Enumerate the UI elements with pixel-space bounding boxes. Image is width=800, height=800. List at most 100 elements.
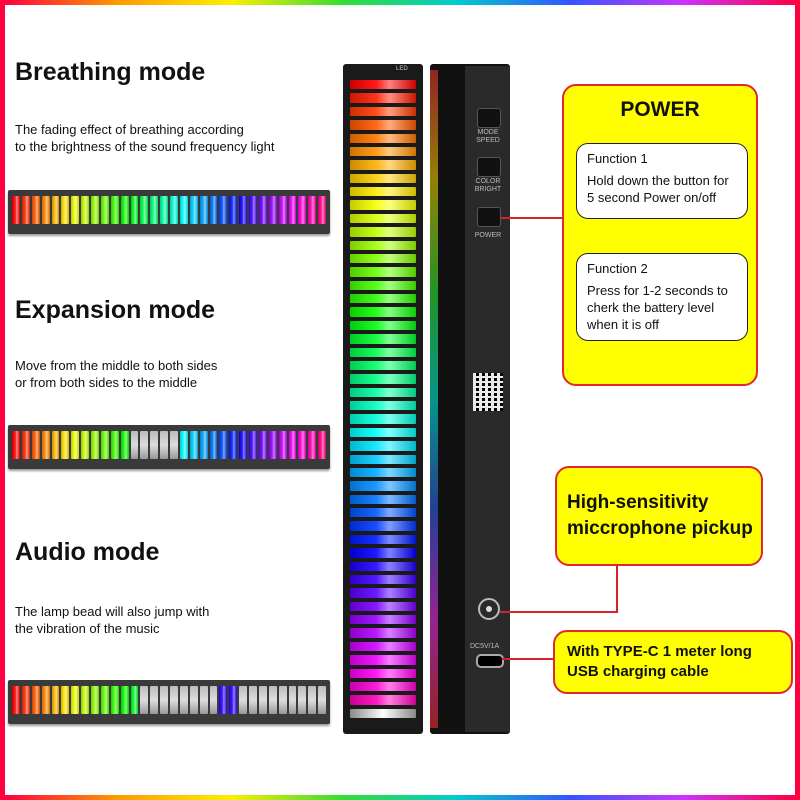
led-segment xyxy=(350,628,416,638)
led-segment xyxy=(350,240,416,250)
strip-segment xyxy=(120,196,129,224)
expansion-mode-desc: Move from the middle to both sides or fr… xyxy=(15,358,218,390)
power-button[interactable] xyxy=(477,207,501,227)
strip-segment xyxy=(278,431,287,459)
strip-segment xyxy=(61,431,70,459)
strip-segment xyxy=(219,686,228,714)
strip-segment xyxy=(120,431,129,459)
strip-segment xyxy=(209,686,218,714)
led-segment xyxy=(350,120,416,130)
color-bright-label: COLOR BRIGHT xyxy=(474,178,502,193)
led-segment xyxy=(350,494,416,504)
led-segment xyxy=(350,267,416,277)
strip-segment xyxy=(91,196,99,224)
power-connector xyxy=(500,217,562,219)
strip-segment xyxy=(199,196,208,224)
mode-speed-button[interactable] xyxy=(477,108,501,128)
strip-segment xyxy=(61,196,70,224)
led-segment xyxy=(350,454,416,464)
strip-segment xyxy=(249,686,257,714)
strip-segment xyxy=(12,196,20,224)
strip-segment xyxy=(308,686,317,714)
led-segment xyxy=(350,521,416,531)
led-segment xyxy=(350,200,416,210)
power-label: POWER xyxy=(474,232,502,239)
strip-segment xyxy=(229,196,238,224)
led-segment xyxy=(350,601,416,611)
breathing-mode-title: Breathing mode xyxy=(15,58,206,86)
strip-segment xyxy=(209,196,218,224)
strip-segment xyxy=(278,196,287,224)
strip-segment xyxy=(130,196,139,224)
strip-segment xyxy=(189,686,198,714)
strip-segment xyxy=(160,686,168,714)
strip-segment xyxy=(12,431,20,459)
breathing-mode-desc: The fading effect of breathing according… xyxy=(15,122,275,154)
strip-segment xyxy=(91,431,99,459)
strip-segment xyxy=(288,686,297,714)
strip-segment xyxy=(110,196,119,224)
mic-connector-v xyxy=(616,566,618,613)
strip-segment xyxy=(170,686,178,714)
led-segment xyxy=(350,387,416,397)
led-segment xyxy=(350,106,416,117)
led-segment xyxy=(350,441,416,451)
strip-segment xyxy=(298,686,307,714)
led-segment xyxy=(350,481,416,491)
strip-segment xyxy=(31,686,40,714)
led-segment xyxy=(350,534,416,545)
strip-segment xyxy=(21,196,30,224)
strip-segment xyxy=(61,686,70,714)
strip-segment xyxy=(100,196,109,224)
led-segment xyxy=(350,307,416,317)
led-segment xyxy=(350,280,416,290)
strip-segment xyxy=(209,431,218,459)
strip-segment xyxy=(130,431,139,459)
strip-segment xyxy=(288,196,297,224)
breathing-mode-strip xyxy=(8,190,330,234)
mic-callout: High-sensitivity miccrophone pickup xyxy=(555,466,763,566)
led-segment xyxy=(350,253,416,264)
strip-segment xyxy=(288,431,297,459)
led-segment xyxy=(350,80,416,90)
strip-segment xyxy=(308,431,317,459)
expansion-mode-title: Expansion mode xyxy=(15,296,216,324)
strip-segment xyxy=(239,196,247,224)
led-segment xyxy=(350,173,416,183)
led-segment xyxy=(350,655,416,665)
led-segment xyxy=(350,681,416,692)
strip-segment xyxy=(81,196,89,224)
led-segment xyxy=(350,347,416,357)
color-bright-button[interactable] xyxy=(477,157,501,177)
strip-segment xyxy=(179,431,188,459)
strip-segment xyxy=(170,431,178,459)
strip-segment xyxy=(170,196,178,224)
strip-segment xyxy=(130,686,139,714)
strip-segment xyxy=(239,431,247,459)
led-segment xyxy=(350,668,416,678)
led-segment xyxy=(350,374,416,384)
led-segment xyxy=(350,320,416,331)
strip-segment xyxy=(81,686,89,714)
strip-segment xyxy=(268,686,277,714)
strip-segment xyxy=(71,686,80,714)
strip-segment xyxy=(298,196,307,224)
led-segment xyxy=(350,133,416,143)
strip-segment xyxy=(91,686,99,714)
strip-segment xyxy=(318,686,326,714)
strip-segment xyxy=(41,686,50,714)
usb-callout: With TYPE-C 1 meter long USB charging ca… xyxy=(553,630,793,694)
strip-segment xyxy=(249,431,257,459)
led-segment xyxy=(350,401,416,411)
led-segment xyxy=(350,641,416,652)
led-segment xyxy=(350,508,416,518)
strip-segment xyxy=(318,431,326,459)
strip-segment xyxy=(268,431,277,459)
led-label: LED xyxy=(396,66,408,72)
strip-segment xyxy=(41,196,50,224)
strip-segment xyxy=(51,196,60,224)
audio-mode-strip xyxy=(8,680,330,724)
microphone-icon xyxy=(478,598,500,620)
led-segment xyxy=(350,227,416,237)
led-bar-front xyxy=(343,64,423,734)
